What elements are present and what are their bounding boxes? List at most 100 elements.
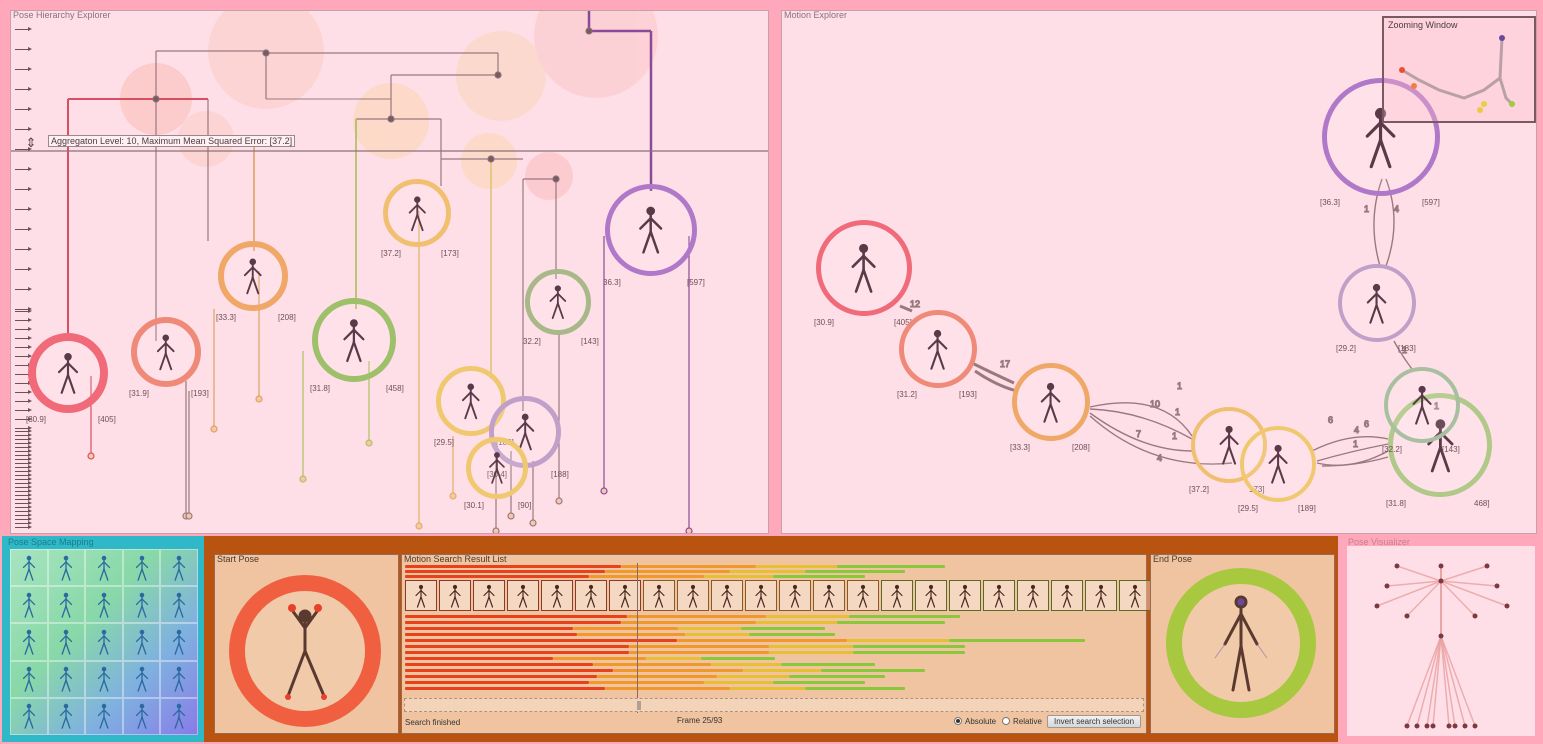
result-pose-thumbnail[interactable] — [507, 580, 539, 611]
result-pose-thumbnail[interactable] — [745, 580, 777, 611]
aggregation-level-tick[interactable] — [15, 67, 32, 71]
mapping-cell[interactable] — [47, 586, 86, 624]
motion-node[interactable] — [816, 220, 912, 316]
pose-hierarchy-panel[interactable]: Pose Hierarchy Explorer ⇕ Aggregaton Lev… — [10, 10, 769, 534]
aggregation-level-tick[interactable] — [15, 227, 32, 231]
aggregation-level-tick[interactable] — [15, 461, 32, 465]
motion-node[interactable] — [1240, 426, 1316, 502]
absolute-radio[interactable]: Absolute — [954, 717, 996, 726]
aggregation-level-tick[interactable] — [15, 509, 32, 513]
hierarchy-node[interactable] — [383, 179, 451, 247]
result-pose-thumbnail[interactable] — [643, 580, 675, 611]
mapping-cell[interactable] — [160, 623, 198, 661]
mapping-cell[interactable] — [160, 549, 198, 587]
hierarchy-node[interactable] — [312, 298, 396, 382]
result-pose-thumbnail[interactable] — [541, 580, 573, 611]
aggregation-level-tick[interactable] — [15, 473, 32, 477]
pose-mapping-grid[interactable] — [10, 549, 198, 735]
relative-radio[interactable]: Relative — [1002, 717, 1042, 726]
result-pose-thumbnail[interactable] — [405, 580, 437, 611]
result-pose-thumbnail[interactable] — [1085, 580, 1117, 611]
aggregation-level-tick[interactable] — [15, 167, 32, 171]
aggregation-level-tick[interactable] — [15, 309, 32, 313]
mapping-cell[interactable] — [85, 586, 123, 624]
end-pose-box[interactable]: End Pose — [1150, 554, 1335, 734]
mapping-cell[interactable] — [122, 697, 161, 735]
aggregation-scale[interactable] — [11, 11, 33, 533]
mapping-cell[interactable] — [47, 623, 86, 661]
start-pose-ring[interactable] — [229, 575, 381, 727]
aggregation-level-tick[interactable] — [15, 372, 32, 376]
aggregation-level-tick[interactable] — [15, 47, 32, 51]
motion-node[interactable] — [1012, 363, 1090, 441]
result-pose-thumbnail[interactable] — [949, 580, 981, 611]
aggregation-level-tick[interactable] — [15, 485, 32, 489]
aggregation-level-tick[interactable] — [15, 87, 32, 91]
mapping-cell[interactable] — [10, 697, 48, 735]
aggregation-level-tick[interactable] — [15, 449, 32, 453]
mapping-cell[interactable] — [122, 660, 161, 698]
aggregation-level-tick[interactable] — [15, 147, 32, 151]
result-pose-thumbnail[interactable] — [439, 580, 471, 611]
aggregation-level-tick[interactable] — [15, 493, 32, 497]
mapping-cell[interactable] — [85, 549, 123, 587]
aggregation-level-tick[interactable] — [15, 207, 32, 211]
mapping-cell[interactable] — [85, 660, 123, 698]
mapping-cell[interactable] — [10, 660, 48, 698]
start-pose-box[interactable]: Start Pose — [214, 554, 399, 734]
aggregation-level-tick[interactable] — [15, 457, 32, 461]
result-pose-thumbnail[interactable] — [677, 580, 709, 611]
result-pose-thumbnail[interactable] — [575, 580, 607, 611]
mapping-cell[interactable] — [47, 697, 86, 735]
result-pose-thumbnail[interactable] — [881, 580, 913, 611]
result-pose-thumbnail[interactable] — [473, 580, 505, 611]
aggregation-level-tick[interactable] — [15, 426, 32, 430]
aggregation-level-tick[interactable] — [15, 445, 32, 449]
mapping-cell[interactable] — [160, 660, 198, 698]
hierarchy-node[interactable] — [466, 437, 528, 499]
hierarchy-dendrogram[interactable] — [11, 11, 768, 533]
aggregation-level-tick[interactable] — [15, 307, 32, 311]
aggregation-level-tick[interactable] — [15, 453, 32, 457]
aggregation-level-tick[interactable] — [15, 267, 32, 271]
result-pose-thumbnail[interactable] — [779, 580, 811, 611]
aggregation-level-tick[interactable] — [15, 441, 32, 445]
motion-node[interactable] — [899, 310, 977, 388]
aggregation-level-tick[interactable] — [15, 399, 32, 403]
result-pose-thumbnail[interactable] — [1017, 580, 1049, 611]
mapping-cell[interactable] — [160, 697, 198, 735]
aggregation-level-tick[interactable] — [15, 465, 32, 469]
motion-node[interactable] — [1338, 264, 1416, 342]
hierarchy-node[interactable] — [525, 269, 591, 335]
aggregation-level-tick[interactable] — [15, 247, 32, 251]
pose-visualizer-canvas[interactable] — [1347, 546, 1535, 736]
invert-search-selection-button[interactable]: Invert search selection — [1047, 715, 1142, 728]
aggregation-level-tick[interactable] — [15, 429, 32, 433]
mapping-cell[interactable] — [10, 623, 48, 661]
aggregation-level-tick[interactable] — [15, 489, 32, 493]
aggregation-arrows-icon[interactable]: ⇕ — [25, 135, 37, 150]
result-pose-thumbnail[interactable] — [609, 580, 641, 611]
aggregation-level-tick[interactable] — [15, 505, 32, 509]
hierarchy-node[interactable] — [131, 317, 201, 387]
timeline-cursor[interactable] — [637, 563, 638, 713]
motion-node[interactable] — [1322, 78, 1440, 196]
aggregation-level-tick[interactable] — [15, 437, 32, 441]
aggregation-level-tick[interactable] — [15, 417, 32, 421]
aggregation-level-tick[interactable] — [15, 501, 32, 505]
hierarchy-node[interactable] — [605, 184, 697, 276]
result-thumbnail-strip[interactable] — [405, 580, 1151, 611]
aggregation-level-tick[interactable] — [15, 477, 32, 481]
aggregation-level-tick[interactable] — [15, 354, 32, 358]
mapping-cell[interactable] — [47, 549, 86, 587]
hierarchy-node[interactable] — [28, 333, 108, 413]
aggregation-level-tick[interactable] — [15, 433, 32, 437]
aggregation-level-tick[interactable] — [15, 327, 32, 331]
aggregation-level-tick[interactable] — [15, 363, 32, 367]
aggregation-level-tick[interactable] — [15, 521, 32, 525]
aggregation-level-tick[interactable] — [15, 187, 32, 191]
result-pose-thumbnail[interactable] — [711, 580, 743, 611]
aggregation-level-tick[interactable] — [15, 513, 32, 517]
aggregation-level-tick[interactable] — [15, 497, 32, 501]
aggregation-level-tick[interactable] — [15, 318, 32, 322]
